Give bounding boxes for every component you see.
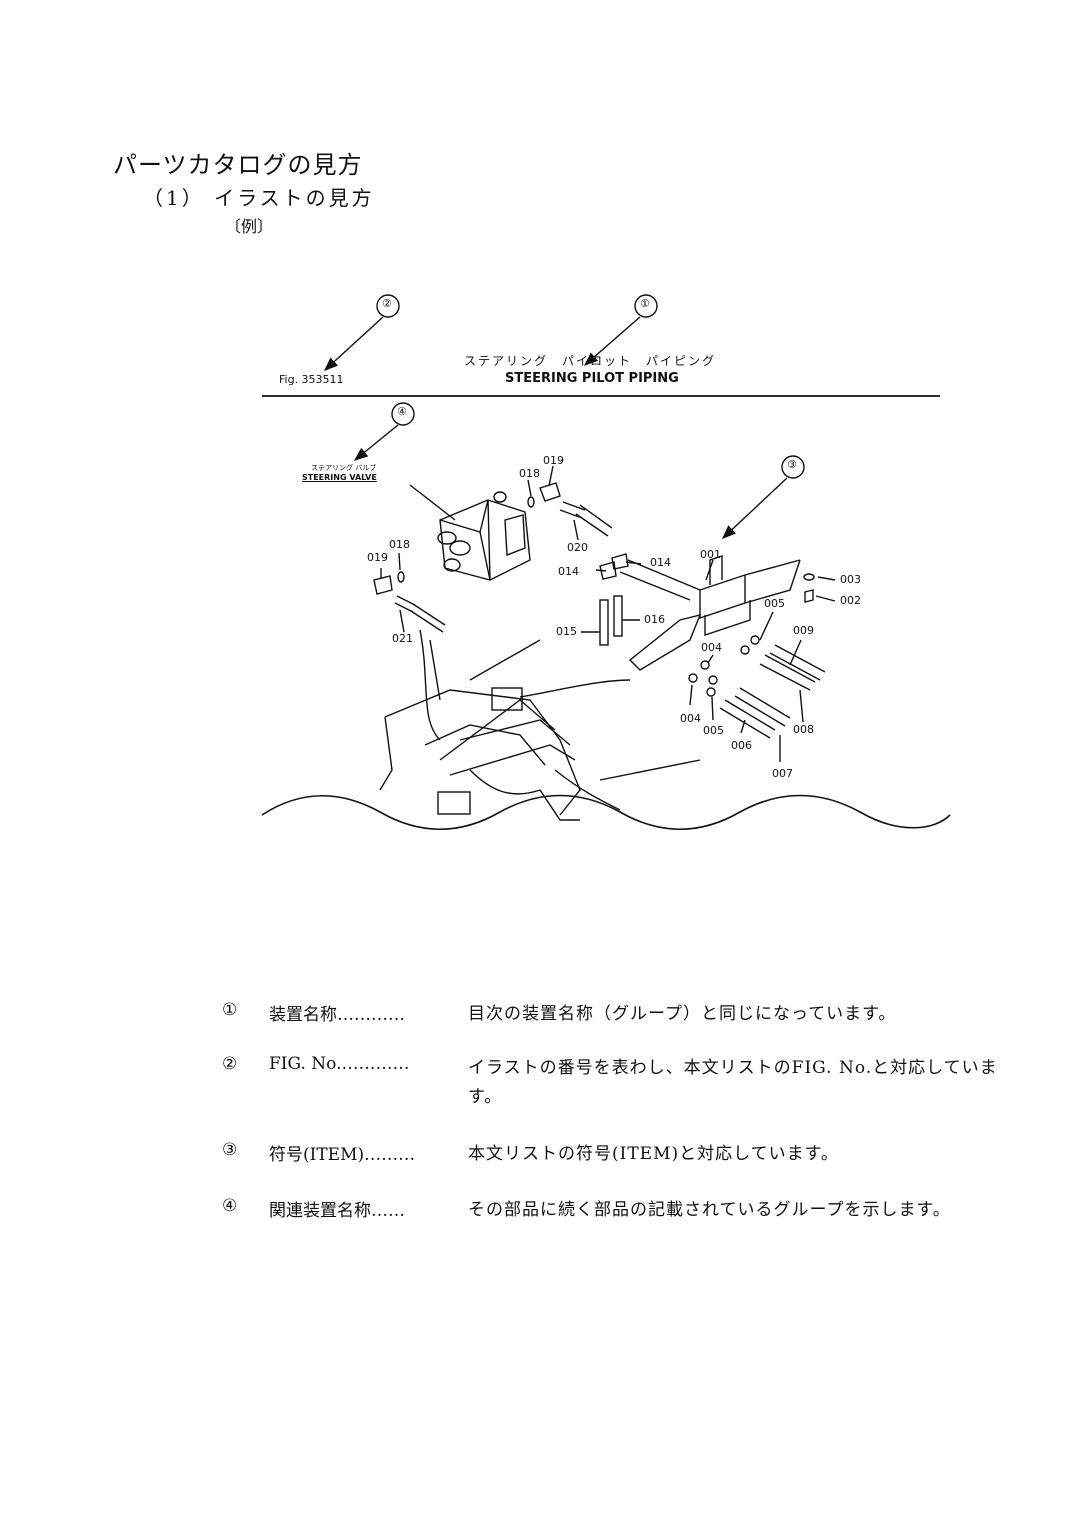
callout-number-2: ② — [382, 297, 392, 310]
part-label: 016 — [644, 613, 665, 626]
part-label: 018 — [389, 538, 410, 551]
part-label: 015 — [556, 625, 577, 638]
legend-number: ③ — [222, 1140, 238, 1160]
part-label: 007 — [772, 767, 793, 780]
part-label: 018 — [519, 467, 540, 480]
callout-arrow-4 — [353, 424, 399, 461]
figure-title-english: STEERING PILOT PIPING — [505, 371, 679, 386]
fitting-019-left — [373, 575, 393, 595]
part-label: 009 — [793, 624, 814, 637]
related-group-english: STEERING VALVE — [302, 473, 377, 482]
legend-number: ④ — [222, 1196, 238, 1216]
bracket-001 — [699, 555, 801, 636]
part-label: 014 — [558, 565, 579, 578]
part-label: 020 — [567, 541, 588, 554]
legend-term: FIG. No.………… — [269, 1054, 410, 1074]
part-label: 019 — [367, 551, 388, 564]
part-label: 005 — [703, 724, 724, 737]
callout-arrow-2 — [323, 316, 384, 371]
legend-term: 符号(ITEM)……… — [269, 1145, 416, 1165]
part-label: 002 — [840, 594, 861, 607]
part-label: 006 — [731, 739, 752, 752]
part-label: 019 — [543, 454, 564, 467]
figure-number: Fig. 353511 — [279, 373, 344, 386]
break-line — [261, 794, 951, 831]
part-label: 004 — [701, 641, 722, 654]
part-label: 008 — [793, 723, 814, 736]
section-subheading: （1） イラストの見方 — [143, 186, 375, 210]
steering-valve-drawing — [409, 484, 531, 581]
legend-description: イラストの番号を表わし、本文リストのFIG. No.と対応しています。 — [468, 1058, 998, 1107]
related-group-japanese: ステアリング バルブ — [311, 464, 377, 472]
part-label: 021 — [392, 632, 413, 645]
callout-circle-2 — [376, 294, 400, 318]
part-label: 014 — [650, 556, 671, 569]
part-label: 005 — [764, 597, 785, 610]
callout-number-4: ④ — [397, 405, 407, 418]
callout-arrow-3 — [721, 477, 788, 539]
part-label: 001 — [700, 548, 721, 561]
callout-number-1: ① — [640, 297, 650, 310]
legend-description: 目次の装置名称（グループ）と同じになっています。 — [468, 1004, 897, 1024]
callout-circle-4 — [391, 402, 415, 426]
page-heading: パーツカタログの見方 — [113, 151, 363, 179]
callout-circle-3 — [781, 455, 805, 479]
legend-description: 本文リストの符号(ITEM)と対応しています。 — [468, 1144, 839, 1164]
callout-number-3: ③ — [787, 458, 797, 471]
part-label: 004 — [680, 712, 701, 725]
legend-number: ① — [222, 1000, 238, 1020]
machine-body-drawing — [379, 629, 701, 821]
legend-number: ② — [222, 1054, 238, 1074]
legend-term: 装置名称………… — [269, 1005, 405, 1025]
legend-description: その部品に続く部品の記載されているグループを示します。 — [468, 1200, 951, 1220]
example-label: 〔例〕 — [225, 217, 274, 236]
part-label: 003 — [840, 573, 861, 586]
figure-title-japanese: ステアリング パイロット パイピング — [464, 354, 717, 368]
callout-circle-1 — [634, 294, 658, 318]
callout-arrow-1 — [583, 316, 641, 366]
legend-term: 関連装置名称…… — [269, 1201, 405, 1221]
fitting-019-top — [539, 482, 561, 502]
